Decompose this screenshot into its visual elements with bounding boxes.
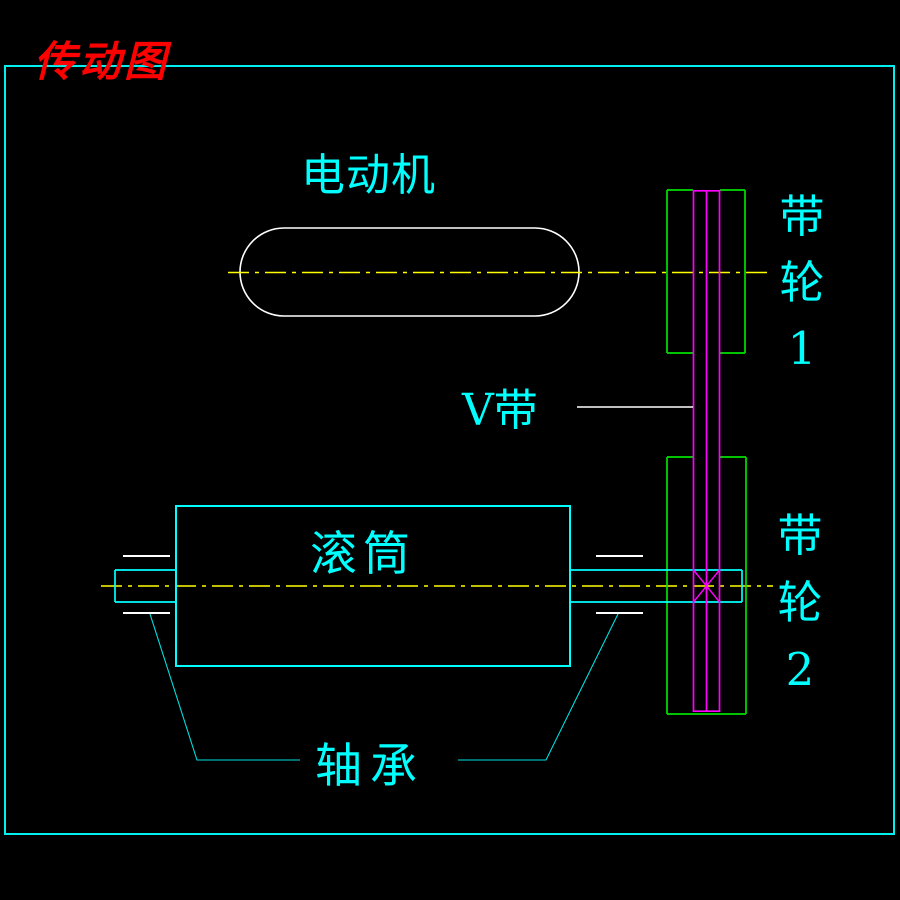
roller-label: 滚筒 [310, 527, 416, 582]
shaft-cross-icon [692, 569, 721, 603]
drawing-frame [4, 65, 895, 835]
bearing-ticks [123, 555, 643, 614]
motor-outline [239, 227, 580, 317]
roller-outline [175, 505, 571, 667]
pulley1-label: 带轮1 [779, 190, 825, 375]
vbelt-label: V带 [462, 385, 538, 436]
pulley2-outline [666, 456, 747, 715]
pulley2-label: 带轮2 [777, 509, 823, 696]
bearing-leader-lines [149, 613, 619, 761]
drawing-title: 传动图 [34, 37, 170, 86]
pulley1-outline [666, 189, 746, 354]
motor-label: 电动机 [301, 150, 436, 201]
bearing-label: 轴承 [315, 739, 425, 794]
shaft-lines [114, 569, 743, 603]
belt-lines [692, 189, 721, 713]
